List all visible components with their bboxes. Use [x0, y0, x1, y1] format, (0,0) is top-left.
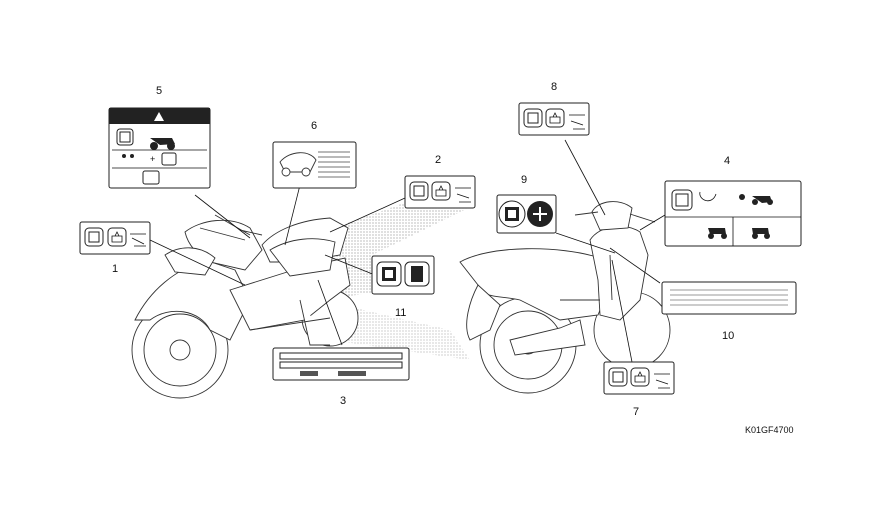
label-7-sticker[interactable]	[603, 361, 675, 395]
label-3-sticker[interactable]	[272, 347, 410, 381]
label-11-sticker[interactable]	[371, 255, 435, 295]
svg-text:+: +	[150, 154, 155, 164]
label-10-sticker[interactable]	[661, 281, 797, 315]
callout-3: 3	[340, 395, 346, 407]
callout-6: 6	[311, 120, 317, 132]
label-2-sticker[interactable]	[404, 175, 476, 209]
diagram-code: K01GF4700	[745, 425, 794, 435]
label-9-sticker[interactable]	[496, 194, 557, 234]
label-4-sticker[interactable]	[664, 180, 802, 247]
callout-4: 4	[724, 155, 730, 167]
label-6-sticker[interactable]	[272, 141, 357, 189]
leader-lines	[149, 139, 666, 363]
callout-5: 5	[156, 85, 162, 97]
scooter-right-illustration	[459, 201, 671, 394]
label-1-sticker[interactable]	[79, 221, 151, 255]
label-5-sticker[interactable]: +	[108, 107, 211, 189]
callout-7: 7	[633, 406, 639, 418]
callout-2: 2	[435, 154, 441, 166]
callout-11: 11	[395, 307, 406, 319]
callout-1: 1	[112, 263, 118, 275]
label-8-sticker[interactable]	[518, 102, 590, 136]
callout-numbers: 1 2 3 4 5 6 7 8 9 10 11	[112, 81, 734, 418]
callout-9: 9	[521, 174, 527, 186]
scooter-left-illustration	[131, 214, 359, 399]
callout-8: 8	[551, 81, 557, 93]
callout-10: 10	[722, 330, 734, 342]
